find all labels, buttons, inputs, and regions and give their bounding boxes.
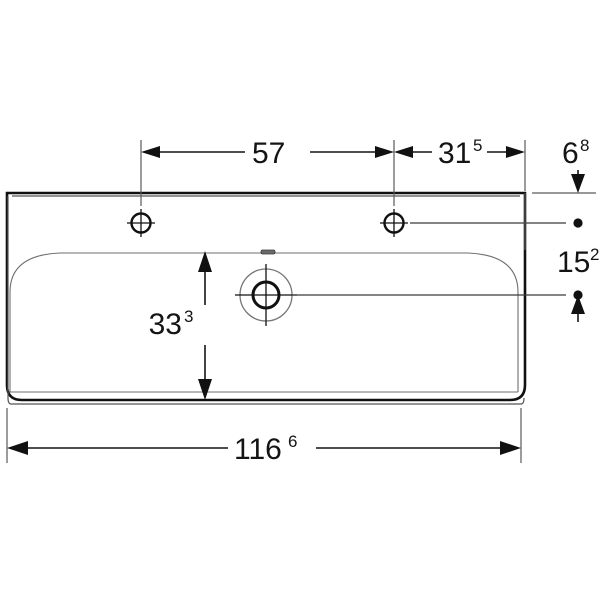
dimension-33-3-label: 33	[149, 308, 182, 341]
dimension-15-2: 15 2	[557, 245, 599, 322]
arrow-right-icon	[506, 146, 525, 158]
arrow-up-icon	[571, 295, 585, 314]
arrow-left-icon	[7, 441, 28, 455]
arrow-left-icon	[394, 146, 413, 158]
basin-outline	[5, 191, 527, 405]
dimension-116-6: 116 6	[7, 432, 521, 466]
arrow-down-icon	[571, 174, 585, 193]
overflow-slot	[260, 249, 276, 255]
dimension-33-3-sup: 3	[184, 307, 193, 326]
arrow-right-icon	[375, 146, 394, 158]
endpoint-dot-icon	[573, 218, 583, 228]
dimension-15-2-sup: 2	[590, 245, 599, 264]
bowl-outline	[9, 252, 519, 393]
arrow-left-icon	[141, 146, 160, 158]
arrow-down-icon	[198, 379, 212, 400]
arrow-right-icon	[500, 441, 521, 455]
dimension-6-8: 6 8	[532, 136, 596, 194]
dimension-6-8-sup: 8	[580, 136, 589, 155]
dimension-33-3: 33 3	[149, 251, 212, 400]
dimension-15-2-label: 15	[557, 246, 590, 279]
tap-hole-right	[380, 209, 408, 237]
dimension-6-8-label: 6	[562, 137, 579, 170]
dimension-31-5-label: 31	[438, 137, 471, 170]
drain-outlet	[235, 264, 297, 326]
dimension-57: 57	[141, 137, 394, 170]
dimension-57-label: 57	[252, 137, 285, 170]
extension-lines	[6, 140, 526, 463]
dimension-116-6-label: 116	[234, 433, 282, 466]
dimension-31-5-sup: 5	[473, 136, 482, 155]
arrow-up-icon	[198, 251, 212, 272]
tap-hole-left	[127, 209, 155, 237]
dimension-116-6-sup: 6	[288, 432, 297, 451]
dimension-31-5: 31 5	[394, 136, 525, 170]
